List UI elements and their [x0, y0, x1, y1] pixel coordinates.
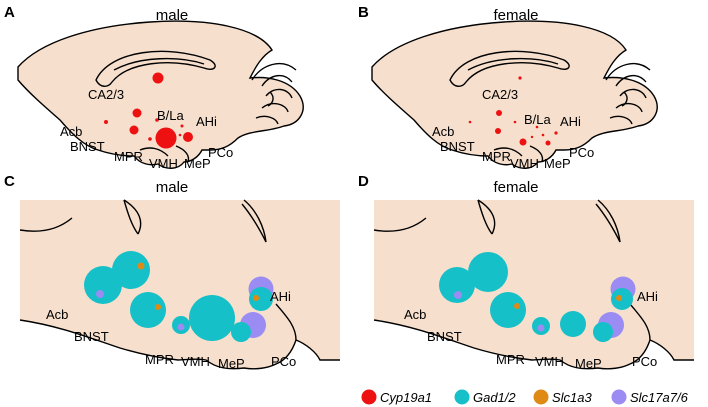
dot-mep-gad12: [593, 322, 613, 342]
dot-vmh-small-slc17a76: [177, 323, 185, 331]
label-bla: B/La: [524, 112, 552, 127]
label-vmh: VMH: [535, 354, 564, 369]
dot-acb-cyp19a1: [104, 120, 108, 124]
brain-zoom-female: [373, 199, 695, 370]
dot-ca23-cyp19a1: [152, 72, 164, 84]
legend-label-cyp19a1: Cyp19a1: [380, 390, 432, 405]
panel-a-title: male: [156, 7, 189, 24]
label-acb: Acb: [404, 307, 426, 322]
dot-acb-cyp19a1: [468, 120, 472, 124]
dot-bla-a-cyp19a1: [155, 118, 159, 122]
dot-ahi-gad12: [249, 287, 273, 311]
dot-mep-b-cyp19a1: [178, 133, 182, 137]
dot-ahi-slc1a3: [253, 295, 259, 301]
dot-upper-slc1a3: [137, 262, 145, 270]
panel-a: CA2/3 B/La AHi Acb BNST MPR VMH MeP PCo: [17, 20, 304, 171]
label-mep: MeP: [218, 356, 245, 371]
dot-bnst-upper-cyp19a1: [132, 108, 142, 118]
dot-mep-cyp19a1: [183, 132, 193, 142]
dot-mep-b-cyp19a1: [541, 133, 545, 137]
dot-bnst-gad12: [84, 266, 122, 304]
label-bnst: BNST: [70, 139, 105, 154]
label-acb: Acb: [60, 124, 82, 139]
label-mpr: MPR: [145, 352, 174, 367]
label-vmh: VMH: [510, 156, 539, 171]
label-pco: PCo: [208, 145, 233, 160]
dot-mpr-cyp19a1: [495, 128, 501, 134]
dot-mpr-slc1a3: [514, 303, 520, 309]
panel-c: Acb BNST MPR VMH MeP AHi PCo: [19, 199, 341, 371]
label-ca23: CA2/3: [482, 87, 518, 102]
dot-bnst-slc17a76: [96, 290, 104, 298]
dot-mep-gad12: [231, 322, 251, 342]
label-acb: Acb: [432, 124, 454, 139]
dot-mpr-cyp19a1: [129, 125, 139, 135]
dot-mpr-gad12: [130, 292, 166, 328]
legend-label-slc1a3: Slc1a3: [552, 390, 593, 405]
dot-bla-a-cyp19a1: [513, 120, 517, 124]
dot-bnst-upper-cyp19a1: [496, 110, 502, 116]
panel-c-title: male: [156, 179, 189, 196]
panel-a-letter: A: [4, 4, 15, 21]
dot-mep-cyp19a1: [545, 140, 551, 146]
label-mpr: MPR: [496, 352, 525, 367]
label-pco: PCo: [632, 354, 657, 369]
dot-vmh-b-cyp19a1: [148, 137, 152, 141]
dot-upper-gad12: [112, 251, 150, 289]
label-mep: MeP: [544, 156, 571, 171]
label-bnst: BNST: [427, 329, 462, 344]
label-pco: PCo: [569, 145, 594, 160]
dot-mpr-gad12: [490, 292, 526, 328]
label-bla: B/La: [157, 108, 185, 123]
label-vmh: VMH: [181, 354, 210, 369]
panel-b: CA2/3 B/La AHi Acb BNST MPR VMH MeP PCo: [371, 20, 658, 171]
legend-swatch-slc1a3: [533, 389, 549, 405]
dot-vmh-small-slc17a76: [537, 324, 545, 332]
dot-bla-b-cyp19a1: [180, 124, 184, 128]
dot-vmh-b-cyp19a1: [530, 135, 534, 139]
dot-vmh-gad12: [189, 295, 235, 341]
dot-bnst-gad12: [439, 267, 475, 303]
dot-bnst-slc17a76: [454, 291, 462, 299]
label-acb: Acb: [46, 307, 68, 322]
panel-d: Acb BNST MPR VMH MeP AHi PCo: [373, 199, 695, 371]
label-ahi: AHi: [270, 289, 291, 304]
dot-vmh-gad12: [560, 311, 586, 337]
dot-ahi-cyp19a1: [554, 131, 558, 135]
legend-label-slc17a76: Slc17a7/6: [630, 390, 689, 405]
label-ahi: AHi: [560, 114, 581, 129]
label-ca23: CA2/3: [88, 87, 124, 102]
label-mpr: MPR: [114, 149, 143, 164]
dot-ca23-cyp19a1: [518, 76, 522, 80]
legend-swatch-slc17a76: [611, 389, 627, 405]
dot-vmh-cyp19a1: [519, 138, 527, 146]
brain-zoom-male: [19, 199, 341, 370]
dot-vmh-cyp19a1: [155, 127, 177, 149]
legend-swatch-cyp19a1: [361, 389, 377, 405]
label-mep: MeP: [184, 156, 211, 171]
panel-d-title: female: [493, 179, 538, 196]
label-ahi: AHi: [637, 289, 658, 304]
dot-upper-gad12: [468, 252, 508, 292]
panel-d-letter: D: [358, 173, 369, 190]
label-pco: PCo: [271, 354, 296, 369]
label-mpr: MPR: [482, 149, 511, 164]
label-ahi: AHi: [196, 114, 217, 129]
legend-label-gad12: Gad1/2: [473, 390, 516, 405]
label-vmh: VMH: [149, 156, 178, 171]
dot-ahi-slc1a3: [616, 295, 622, 301]
label-bnst: BNST: [440, 139, 475, 154]
label-mep: MeP: [575, 356, 602, 371]
legend: Cyp19a1 Gad1/2 Slc1a3 Slc17a7/6: [361, 389, 689, 405]
label-bnst: BNST: [74, 329, 109, 344]
dot-ahi-gad12: [611, 288, 633, 310]
panel-b-title: female: [493, 7, 538, 24]
panel-c-letter: C: [4, 173, 15, 190]
dot-mpr-slc1a3: [155, 304, 161, 310]
legend-swatch-gad12: [454, 389, 470, 405]
dot-bla-b-cyp19a1: [535, 125, 539, 129]
panel-b-letter: B: [358, 4, 369, 21]
